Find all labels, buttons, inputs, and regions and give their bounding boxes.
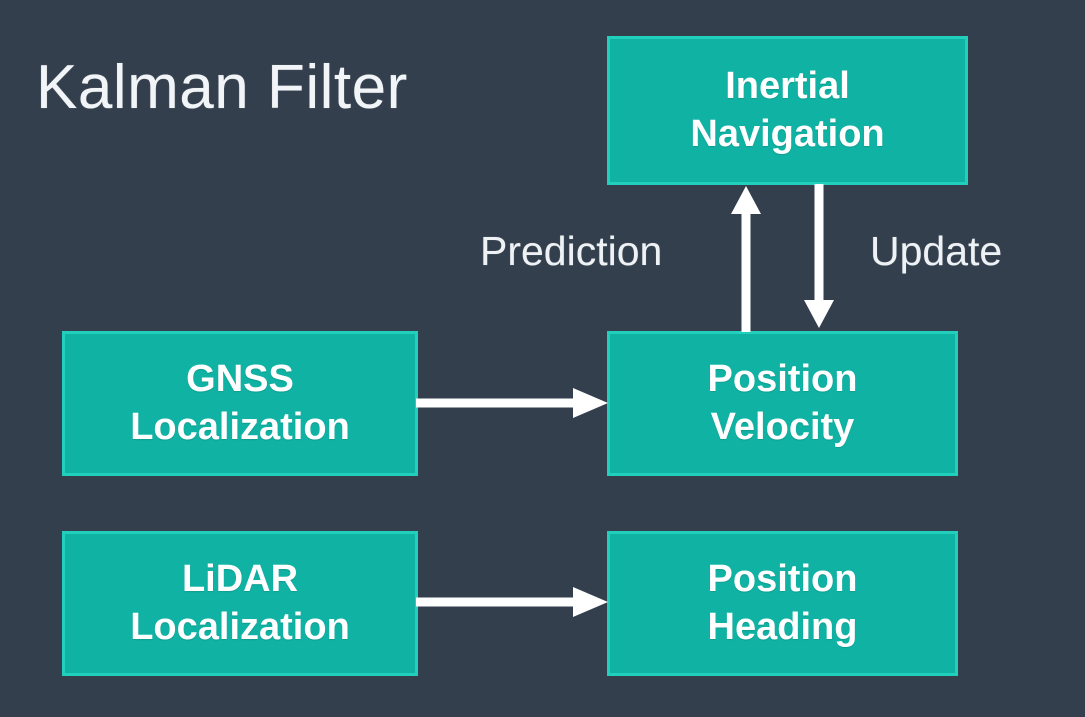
page-title: Kalman Filter bbox=[36, 53, 408, 122]
arrow-right-lidar-to-position-heading-icon bbox=[416, 585, 610, 619]
node-position-velocity: Position Velocity bbox=[607, 331, 958, 476]
edge-label-update: Update bbox=[870, 228, 1003, 274]
node-inertial-navigation-line2: Navigation bbox=[690, 112, 885, 155]
node-lidar-localization-line2: Localization bbox=[130, 605, 350, 648]
arrow-down-update-icon bbox=[803, 184, 835, 330]
arrow-right-gnss-to-position-velocity-icon bbox=[416, 386, 610, 420]
node-gnss-localization-line1: GNSS bbox=[186, 358, 294, 401]
node-gnss-localization-line2: Localization bbox=[130, 405, 350, 448]
node-position-velocity-line1: Position bbox=[707, 358, 858, 401]
node-position-heading-line1: Position bbox=[707, 558, 858, 601]
edge-label-prediction: Prediction bbox=[480, 228, 663, 274]
node-inertial-navigation: Inertial Navigation bbox=[607, 36, 968, 185]
node-lidar-localization: LiDAR Localization bbox=[62, 531, 418, 676]
node-position-heading-line2: Heading bbox=[707, 605, 858, 648]
node-inertial-navigation-line1: Inertial bbox=[725, 65, 850, 108]
node-gnss-localization: GNSS Localization bbox=[62, 331, 418, 476]
node-position-heading: Position Heading bbox=[607, 531, 958, 676]
arrow-up-prediction-icon bbox=[730, 184, 762, 332]
node-lidar-localization-line1: LiDAR bbox=[181, 558, 299, 601]
node-position-velocity-line2: Velocity bbox=[710, 405, 855, 448]
